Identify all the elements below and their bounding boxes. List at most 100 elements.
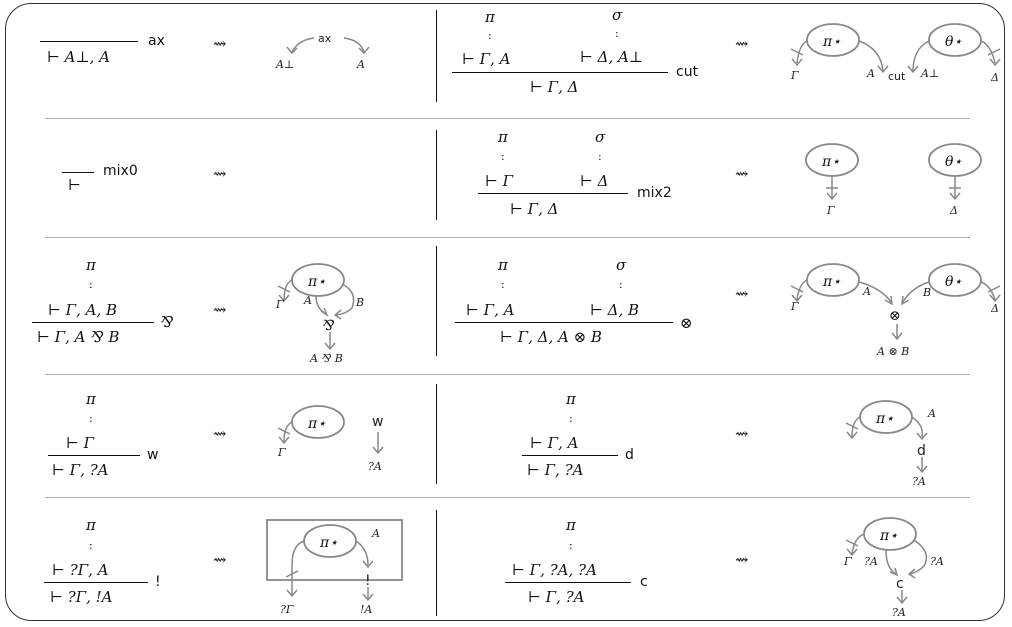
column-divider bbox=[436, 10, 437, 102]
proof-name-pi: π bbox=[498, 256, 508, 274]
column-divider bbox=[436, 130, 437, 220]
figure-frame bbox=[5, 3, 1005, 621]
ax-left-label: A⊥ bbox=[275, 58, 294, 71]
dots: : bbox=[488, 29, 492, 42]
inference-bar bbox=[62, 172, 94, 173]
label-out: ?A bbox=[368, 460, 382, 473]
proof-name-pi: π bbox=[485, 8, 495, 26]
label-Delta: Δ bbox=[990, 302, 999, 315]
rule-name-mix0: mix0 bbox=[103, 164, 138, 178]
par-link-label: ⅋ bbox=[322, 318, 335, 334]
dots: : bbox=[569, 412, 573, 425]
inference-bar bbox=[32, 322, 154, 323]
c-link-label: c bbox=[896, 576, 904, 592]
dots: : bbox=[89, 539, 93, 552]
row-divider bbox=[45, 374, 970, 375]
box-theta-star: θ⋆ bbox=[945, 154, 962, 170]
label-out: A ⅋ B bbox=[309, 352, 343, 365]
box-pi-star: π⋆ bbox=[821, 154, 840, 170]
box-theta-star: θ⋆ bbox=[945, 274, 962, 290]
box-theta-star: θ⋆ bbox=[945, 34, 962, 50]
label-out: ?A bbox=[912, 475, 926, 488]
promotion-net: π⋆ A ! ?Γ !A bbox=[266, 519, 403, 616]
tensor-link-label: ⊗ bbox=[889, 308, 901, 324]
par-net: π⋆ Γ A B ⅋ A ⅋ B bbox=[275, 263, 364, 365]
leadsto-arrow: ⇝ bbox=[213, 34, 227, 53]
rule-name-w: w bbox=[147, 447, 159, 463]
ax-link-label: ax bbox=[318, 32, 332, 45]
inference-bar bbox=[522, 455, 618, 456]
column-divider bbox=[436, 246, 437, 356]
inference-bar bbox=[44, 582, 148, 583]
leadsto-arrow: ⇝ bbox=[735, 550, 749, 569]
label-A: A bbox=[866, 67, 875, 80]
premise-2: ⊢ Δ bbox=[580, 172, 609, 190]
label-A-perp: A⊥ bbox=[920, 67, 939, 80]
label-Gamma: Γ bbox=[275, 298, 284, 311]
rule-name-cut: cut bbox=[676, 64, 699, 80]
column-divider bbox=[436, 510, 437, 616]
label-Gamma: Γ bbox=[826, 204, 835, 217]
proof-name-pi: π bbox=[566, 516, 576, 534]
label-A: A bbox=[303, 294, 312, 307]
premise-2: ⊢ Δ, A⊥ bbox=[580, 48, 643, 66]
label-A: A bbox=[927, 407, 936, 420]
label-Gamma: Γ bbox=[843, 555, 852, 568]
mix2-net: π⋆ θ⋆ Γ Δ bbox=[805, 143, 982, 217]
label-Delta: Δ bbox=[990, 71, 999, 84]
premise-1: ⊢ Γ, A bbox=[462, 50, 511, 68]
box-pi-star: π⋆ bbox=[822, 34, 841, 50]
conclusion-tensor: ⊢ Γ, Δ, A ⊗ B bbox=[500, 328, 602, 346]
label-Gamma: Γ bbox=[790, 69, 799, 82]
contraction-net: π⋆ Γ ?A ?A c ?A bbox=[843, 517, 944, 619]
proof-name-pi: π bbox=[566, 390, 576, 408]
cut-link-label: cut bbox=[888, 70, 906, 83]
conclusion-w: ⊢ Γ, ?A bbox=[52, 461, 109, 479]
conclusion-c: ⊢ Γ, ?A bbox=[528, 588, 585, 606]
label-A: A bbox=[862, 285, 871, 298]
label-B: B bbox=[355, 296, 364, 309]
inference-bar bbox=[48, 455, 140, 456]
bang-link-label: ! bbox=[365, 573, 371, 589]
label-A: A bbox=[371, 527, 380, 540]
label-out: A ⊗ B bbox=[876, 345, 909, 358]
dereliction-net: π⋆ A d ?A bbox=[845, 400, 936, 488]
inference-bar bbox=[505, 582, 631, 583]
premise-1: ⊢ ?Γ, A bbox=[52, 561, 109, 579]
leadsto-arrow: ⇝ bbox=[735, 34, 749, 53]
proof-name-sigma: σ bbox=[612, 6, 623, 24]
cut-net: π⋆ θ⋆ A cut A⊥ Γ Δ bbox=[790, 23, 1001, 84]
premise-1: ⊢ Γ, A bbox=[466, 301, 515, 319]
rule-name-mix2: mix2 bbox=[637, 185, 672, 201]
label-Gamma: Γ bbox=[277, 446, 286, 459]
row-divider bbox=[45, 118, 970, 119]
inference-bar bbox=[40, 41, 138, 42]
box-pi-star: π⋆ bbox=[307, 274, 326, 290]
weakening-net: π⋆ Γ w ?A bbox=[277, 405, 384, 473]
proof-name-pi: π bbox=[86, 256, 96, 274]
row-divider bbox=[45, 497, 970, 498]
premise-2: ⊢ Δ, B bbox=[590, 301, 640, 319]
label-A1: ?A bbox=[864, 555, 878, 568]
premise-1: ⊢ Γ, A bbox=[530, 434, 579, 452]
conclusion-par: ⊢ Γ, A ⅋ B bbox=[37, 328, 120, 346]
box-pi-star: π⋆ bbox=[879, 528, 898, 544]
ax-net: ax A⊥ A bbox=[275, 32, 370, 71]
rule-name-d: d bbox=[625, 447, 634, 463]
ax-right-label: A bbox=[356, 58, 365, 71]
tensor-net: π⋆ θ⋆ Γ Δ A B ⊗ A ⊗ B bbox=[790, 263, 1001, 358]
rule-text: mix0 bbox=[103, 163, 138, 179]
proof-name-pi: π bbox=[498, 128, 508, 146]
leadsto-arrow: ⇝ bbox=[735, 424, 749, 443]
box-pi-star: π⋆ bbox=[307, 416, 326, 432]
leadsto-arrow: ⇝ bbox=[735, 284, 749, 303]
rule-name-par: ⅋ bbox=[160, 313, 174, 331]
conclusion-cut: ⊢ Γ, Δ bbox=[530, 78, 579, 96]
label-out: !A bbox=[360, 603, 372, 616]
leadsto-arrow: ⇝ bbox=[213, 300, 227, 319]
dots: : bbox=[501, 278, 505, 291]
box-pi-star: π⋆ bbox=[319, 535, 338, 551]
box-pi-star: π⋆ bbox=[822, 274, 841, 290]
leadsto-arrow: ⇝ bbox=[213, 164, 227, 183]
label-A2: ?A bbox=[930, 555, 944, 568]
